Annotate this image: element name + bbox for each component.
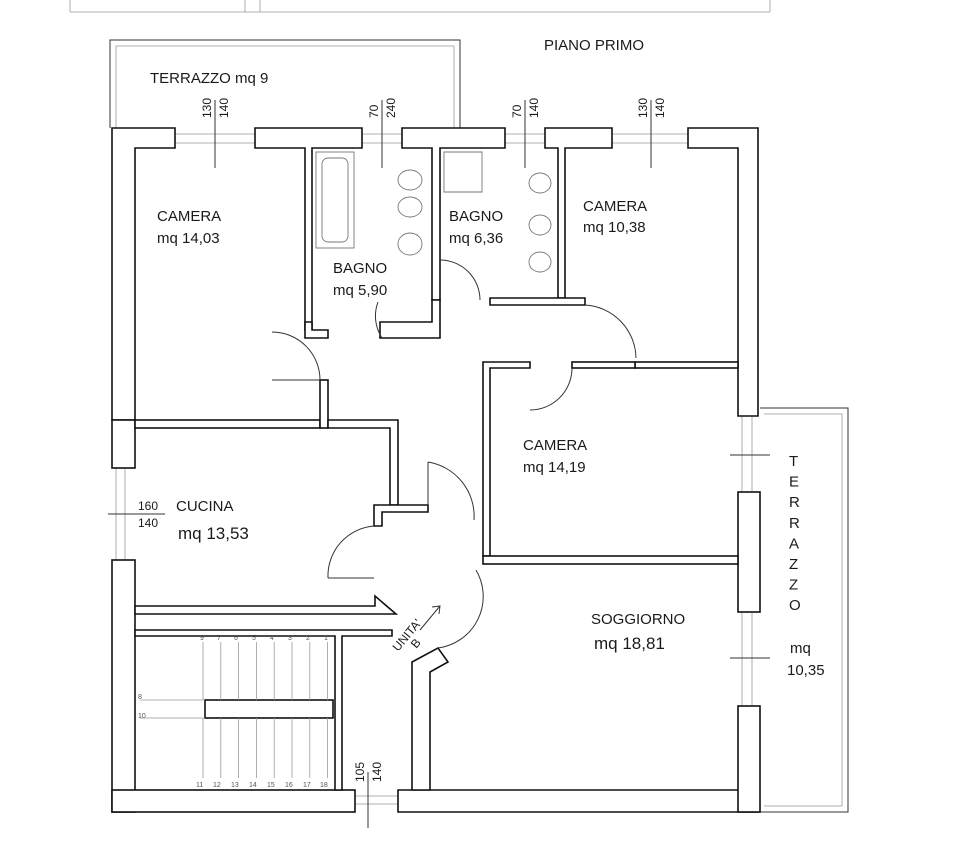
terrace-east-area-value: 10,35	[787, 662, 825, 679]
dim-bottom: 240	[384, 98, 398, 118]
terrace-east-letter: E	[789, 474, 799, 491]
stair-num: 5	[252, 635, 256, 642]
stair-num: 11	[196, 782, 203, 789]
dim-bottom: 140	[217, 98, 231, 118]
dim-bottom: 140	[527, 98, 541, 118]
room-name-camera-e: CAMERA	[523, 437, 587, 454]
floor-title: PIANO PRIMO	[544, 37, 644, 54]
dim-bottom: 140	[653, 98, 667, 118]
stair-num: 13	[231, 782, 239, 789]
stair-num: 10	[138, 713, 146, 720]
room-area-camera-nw: mq 14,03	[157, 230, 220, 247]
dim-top: 105	[353, 762, 367, 782]
stair-num: 7	[217, 635, 221, 642]
stair-num: 3	[288, 635, 292, 642]
stair-num: 4	[270, 635, 274, 642]
terrace-east-label: TERRAZZO	[789, 453, 801, 614]
stair-num: 8	[138, 694, 142, 701]
stair-num: 17	[303, 782, 311, 789]
room-area-camera-ne: mq 10,38	[583, 219, 646, 236]
room-area-bagno-2: mq 6,36	[449, 230, 503, 247]
stair-num: 14	[249, 782, 257, 789]
dim-top: 130	[200, 98, 214, 118]
terrace-north-outline	[109, 39, 461, 128]
terrace-east-outline	[760, 407, 849, 813]
walls	[111, 127, 761, 813]
door-swings	[271, 259, 637, 649]
terrace-east-letter: T	[789, 453, 798, 470]
entrance-arrow	[419, 605, 441, 631]
terrace-east-letter: Z	[789, 556, 798, 573]
staircase: 9 7 6 5 4 3 2 1 8 10 11 12 13 14 15 16 1…	[138, 635, 334, 789]
room-area-bagno-1: mq 5,90	[333, 282, 387, 299]
room-name-cucina: CUCINA	[176, 498, 234, 515]
stair-num: 15	[267, 782, 275, 789]
terrace-east-letter: O	[789, 597, 801, 614]
page-frame-top	[69, 0, 771, 13]
terrace-east-letter: R	[789, 515, 800, 532]
terrace-north-label: TERRAZZO mq 9	[150, 70, 268, 87]
dim-top: 160	[138, 499, 158, 513]
stair-num: 1	[324, 635, 328, 642]
terrace-east-letter: R	[789, 494, 800, 511]
dim-top: 70	[367, 104, 381, 118]
room-area-soggiorno: mq 18,81	[594, 634, 665, 653]
dim-bottom: 140	[138, 516, 158, 530]
room-name-camera-ne: CAMERA	[583, 198, 647, 215]
stair-num: 9	[200, 635, 204, 642]
dim-top: 130	[636, 98, 650, 118]
stair-num: 12	[213, 782, 221, 789]
room-name-bagno-1: BAGNO	[333, 260, 387, 277]
stair-num: 16	[285, 782, 293, 789]
terrace-east-letter: A	[789, 535, 799, 552]
room-name-soggiorno: SOGGIORNO	[591, 611, 685, 628]
stair-num: 18	[320, 782, 328, 789]
room-name-camera-nw: CAMERA	[157, 208, 221, 225]
room-area-cucina: mq 13,53	[178, 524, 249, 543]
dim-top: 70	[510, 104, 524, 118]
room-area-camera-e: mq 14,19	[523, 459, 586, 476]
stair-num: 2	[306, 635, 310, 642]
bathroom-fixtures	[315, 151, 552, 273]
room-name-bagno-2: BAGNO	[449, 208, 503, 225]
terrace-east-area-unit: mq	[790, 640, 811, 657]
dim-bottom: 140	[370, 762, 384, 782]
dimension-markers	[108, 100, 770, 828]
stair-num: 6	[234, 635, 238, 642]
terrace-east-letter: Z	[789, 577, 798, 594]
